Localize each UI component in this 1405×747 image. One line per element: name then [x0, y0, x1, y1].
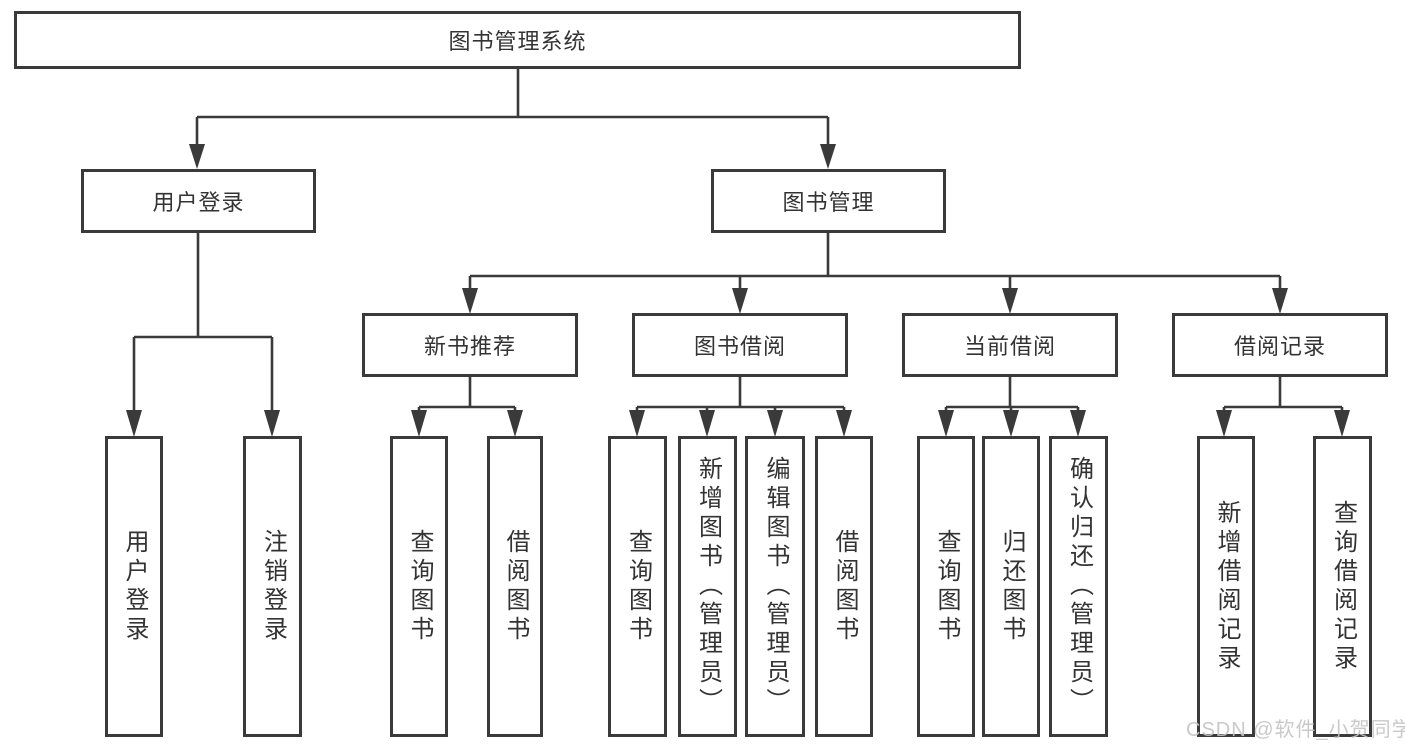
leaf-query-books-borrow: 查询图书 — [608, 436, 667, 737]
leaf-add-borrow-record: 新增借阅记录 — [1197, 436, 1255, 737]
node-user-login: 用户登录 — [81, 169, 316, 233]
leaf-borrow-books: 借阅图书 — [815, 436, 873, 737]
node-book-management: 图书管理 — [711, 169, 946, 233]
leaf-query-books-recommend: 查询图书 — [390, 436, 448, 737]
leaf-user-login: 用户登录 — [105, 436, 163, 737]
node-root: 图书管理系统 — [14, 11, 1021, 69]
node-current-borrowing: 当前借阅 — [902, 313, 1118, 377]
watermark: CSDN @软件_小贺同学 — [1186, 719, 1405, 741]
leaf-return-books: 归还图书 — [982, 436, 1040, 737]
leaf-query-borrow-record: 查询借阅记录 — [1313, 436, 1372, 737]
leaf-add-books-admin: 新增图书（管理员） — [678, 436, 737, 737]
leaf-edit-books-admin: 编辑图书（管理员） — [745, 436, 805, 737]
node-book-borrowing: 图书借阅 — [632, 313, 848, 377]
leaf-borrow-books-recommend: 借阅图书 — [487, 436, 543, 737]
node-new-book-recommend: 新书推荐 — [362, 313, 578, 377]
leaf-query-books-current: 查询图书 — [917, 436, 975, 737]
node-borrow-records: 借阅记录 — [1172, 313, 1388, 377]
leaf-logout: 注销登录 — [243, 436, 302, 737]
leaf-confirm-return-admin: 确认归还（管理员） — [1049, 436, 1108, 737]
